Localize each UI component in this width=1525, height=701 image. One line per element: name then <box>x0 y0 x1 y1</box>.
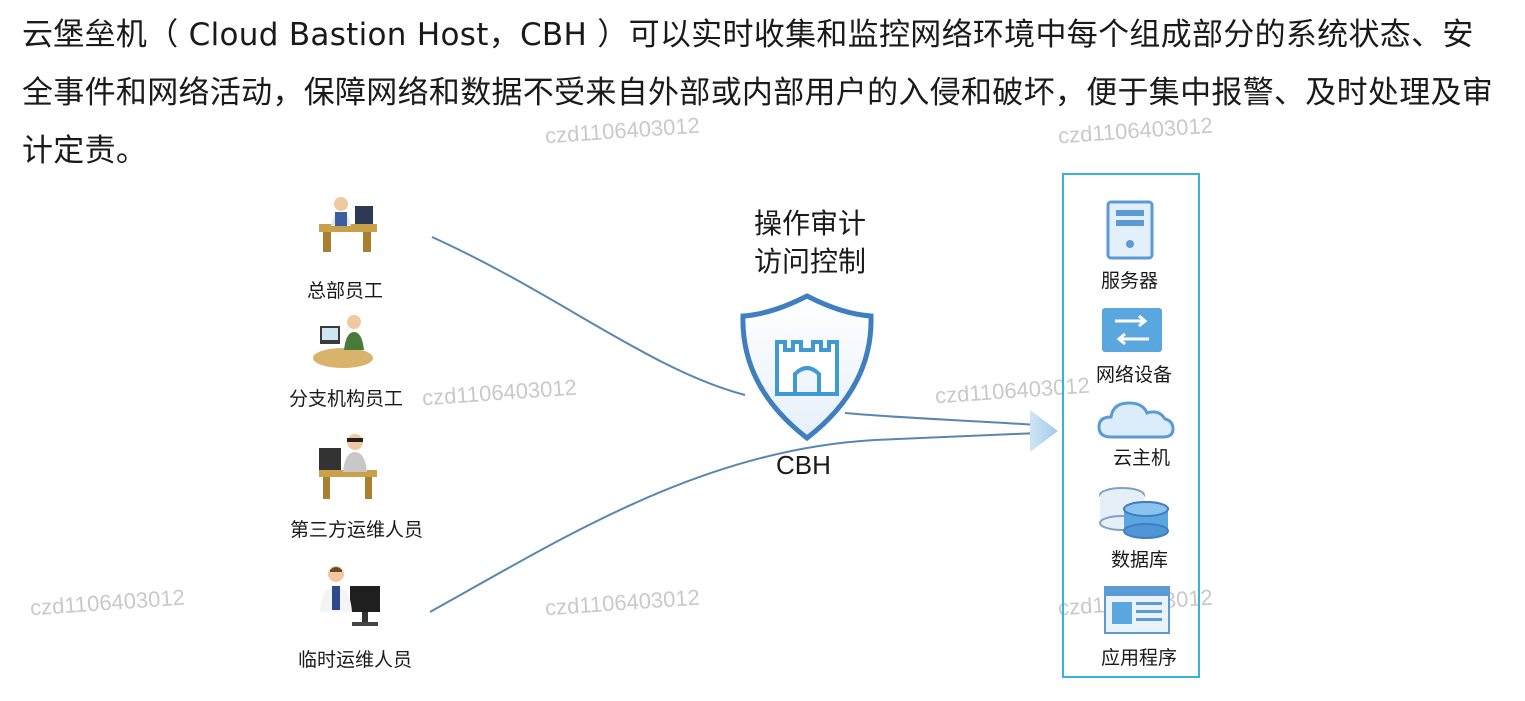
connector-line <box>431 236 746 396</box>
user-label: 第三方运维人员 <box>290 519 424 541</box>
center-caption-line1: 操作审计 <box>753 207 866 240</box>
server-icon <box>1106 200 1154 264</box>
asset-label: 应用程序 <box>1101 647 1178 669</box>
connector-line <box>844 412 1039 426</box>
user-label: 分支机构员工 <box>289 388 404 410</box>
asset-label: 网络设备 <box>1096 364 1173 386</box>
center-caption: 操作审计 访问控制 <box>740 205 880 281</box>
application-icon <box>1104 586 1170 638</box>
cloud-icon <box>1097 397 1175 445</box>
center-caption-line2: 访问控制 <box>753 245 866 278</box>
castle-shield-icon <box>737 292 877 446</box>
asset-label: 云主机 <box>1113 447 1171 469</box>
temp-ops-icon <box>312 562 384 636</box>
branch-worker-icon <box>310 312 376 376</box>
database-icon <box>1098 485 1170 545</box>
third-party-ops-icon <box>315 430 381 506</box>
arrow-head <box>1030 410 1058 452</box>
user-label: 临时运维人员 <box>298 649 413 671</box>
connector-line <box>429 432 1039 613</box>
user-label: 总部员工 <box>307 280 384 302</box>
cbh-label: CBH <box>776 450 831 480</box>
intro-paragraph: 云堡垒机（ Cloud Bastion Host，CBH ）可以实时收集和监控网… <box>22 17 1494 169</box>
asset-label: 数据库 <box>1111 549 1169 571</box>
network-device-icon <box>1101 307 1163 357</box>
asset-label: 服务器 <box>1101 270 1159 292</box>
assets-panel <box>1062 173 1200 678</box>
office-worker-icon <box>315 192 381 258</box>
